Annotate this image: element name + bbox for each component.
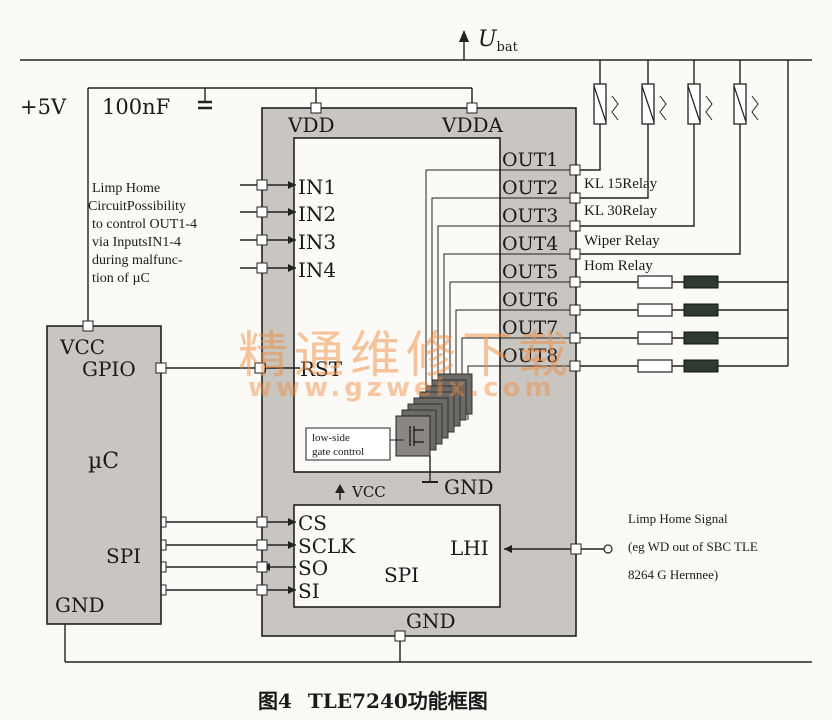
si-label: SI: [298, 579, 320, 603]
input-pins: [240, 179, 296, 274]
svg-text:(eg WD out of SBC TLE: (eg WD out of SBC TLE: [628, 539, 758, 554]
vcc-label: VCC: [351, 483, 386, 501]
svg-text:Limp Home: Limp Home: [92, 181, 160, 196]
gpio-label: GPIO: [82, 357, 136, 381]
svg-text:CircuitPossibility: CircuitPossibility: [88, 199, 186, 214]
vdd-label: VDD: [287, 113, 335, 137]
mosfet-stack: [395, 373, 473, 457]
relay-coil-icons: [593, 83, 759, 125]
mcu-name: µC: [88, 449, 119, 474]
svg-text:tion of µC: tion of µC: [92, 271, 150, 286]
mcu-vcc-pin: [82, 320, 94, 332]
watermark-url: www.gzweix.com: [248, 373, 556, 403]
lhi-arrow-icon: [504, 545, 512, 553]
mcu-block: [46, 325, 162, 625]
relay-label-horn: Hom Relay: [584, 258, 653, 274]
sclk-label: SCLK: [298, 534, 356, 558]
in4-label: IN4: [298, 258, 336, 282]
vdda-pin: [466, 102, 478, 114]
mcu-gnd-label: GND: [55, 593, 105, 617]
gate-control-line1: low-side: [312, 432, 350, 444]
svg-text:OUT3: OUT3: [502, 205, 558, 227]
svg-text:OUT6: OUT6: [502, 289, 558, 311]
vcc-arrow-icon: [335, 484, 345, 493]
svg-text:OUT5: OUT5: [502, 261, 558, 283]
spi-block: [293, 504, 501, 608]
vdda-label: VDDA: [441, 113, 504, 137]
vdd-pin: [310, 102, 322, 114]
svg-text:Limp Home Signal: Limp Home Signal: [628, 511, 728, 526]
svg-text:OUT2: OUT2: [502, 177, 558, 199]
relay-label-kl15: KL 15Relay: [584, 176, 658, 192]
in3-label: IN3: [298, 230, 336, 254]
svg-text:during malfunc-: during malfunc-: [92, 253, 183, 268]
mcu-vcc-label: VCC: [59, 335, 105, 359]
in2-label: IN2: [298, 202, 336, 226]
ubat-label: Ubat: [478, 27, 519, 55]
ubat-arrow-icon: [459, 30, 469, 42]
gate-control-box: [305, 427, 391, 461]
lhi-label: LHI: [450, 536, 489, 560]
output-labels: OUT1 OUT2 OUT3 OUT4 OUT5 OUT6 OUT7 OUT8: [502, 149, 558, 367]
limp-home-signal-note: Limp Home Signal (eg WD out of SBC TLE 8…: [628, 511, 758, 582]
spi-block-title: SPI: [384, 563, 419, 587]
lhi-pin: [570, 543, 582, 555]
cs-label: CS: [298, 511, 327, 535]
gate-control-line2: gate control: [312, 446, 364, 458]
watermark-text: 精通维修下载: [238, 326, 574, 384]
svg-text:8264 G Hernnee): 8264 G Hernnee): [628, 567, 718, 582]
svg-text:OUT4: OUT4: [502, 233, 558, 255]
gnd-pin: [394, 630, 406, 642]
gnd-label: GND: [406, 609, 456, 633]
relay-label-kl30: KL 30Relay: [584, 203, 658, 219]
mcu-spi-label: SPI: [106, 544, 141, 568]
svg-text:OUT8: OUT8: [502, 345, 558, 367]
svg-text:OUT7: OUT7: [502, 317, 558, 339]
lhi-terminal: [603, 544, 613, 554]
relay-label-wiper: Wiper Relay: [584, 233, 660, 249]
core-gnd-label: GND: [444, 475, 494, 499]
cap-label: 100nF: [102, 95, 170, 119]
limp-home-note: Limp Home CircuitPossibility to control …: [88, 181, 197, 286]
svg-text:OUT1: OUT1: [502, 149, 558, 171]
svg-text:via InputsIN1-4: via InputsIN1-4: [92, 235, 181, 250]
plus5v-label: +5V: [20, 95, 67, 119]
so-label: SO: [298, 556, 328, 580]
svg-text:to control OUT1-4: to control OUT1-4: [92, 217, 197, 232]
led-loads: [580, 275, 788, 373]
relay-wiring: [580, 60, 789, 366]
gpio-pin: [155, 362, 167, 374]
in1-label: IN1: [298, 175, 336, 199]
rst-label: RST: [300, 357, 343, 381]
rst-pin: [254, 362, 266, 374]
